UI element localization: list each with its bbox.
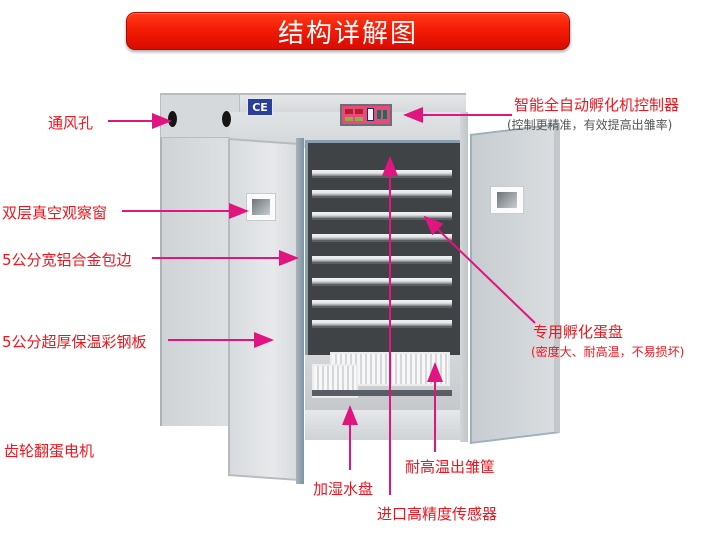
- egg-tray: [312, 190, 452, 198]
- observation-window: [246, 193, 276, 221]
- egg-tray: [312, 278, 452, 286]
- humidity-display-icon: [355, 109, 363, 114]
- label-sensor: 进口高精度传感器: [377, 505, 498, 523]
- label-turning-motor: 齿轮翻蛋电机: [4, 442, 95, 460]
- door-frame: [460, 112, 468, 442]
- label-vent-hole: 通风孔: [48, 114, 94, 132]
- observation-window: [490, 186, 524, 214]
- side-panel: [160, 118, 230, 426]
- indicator-led-icon: [345, 117, 353, 121]
- egg-tray: [312, 234, 452, 242]
- egg-tray: [312, 320, 452, 328]
- controller-panel: [340, 104, 392, 126]
- control-button-icon: [377, 110, 381, 119]
- title-banner: 结构详解图: [126, 12, 570, 50]
- control-button-icon: [383, 110, 387, 119]
- label-aluminum-edge: 5公分宽铝合金包边: [2, 251, 132, 269]
- egg-tray: [312, 212, 452, 220]
- aluminum-edge: [296, 138, 304, 484]
- egg-tray: [312, 256, 452, 264]
- base-strip: [305, 410, 463, 440]
- controller-display: [342, 106, 390, 124]
- vent-hole-icon: [168, 111, 177, 127]
- banner-title: 结构详解图: [277, 18, 418, 49]
- label-hatching-basket: 耐高温出雏筐: [405, 458, 496, 476]
- temp-display-icon: [345, 109, 353, 114]
- indicator-led-icon: [355, 117, 363, 121]
- ce-badge: CE: [247, 98, 273, 116]
- label-controller: 智能全自动孵化机控制器: [514, 96, 680, 114]
- power-switch-icon: [367, 108, 374, 121]
- egg-tray: [312, 300, 452, 308]
- label-steel-panel: 5公分超厚保温彩钢板: [2, 333, 147, 351]
- label-egg-tray-note: (密度大、耐高温，不易损坏): [531, 345, 685, 359]
- water-pan: [312, 390, 452, 396]
- label-observation-window: 双层真空观察窗: [2, 204, 108, 222]
- label-controller-note: (控制更精准，有效提高出雏率): [507, 118, 673, 132]
- label-egg-tray: 专用孵化蛋盘: [533, 323, 624, 341]
- label-water-pan: 加湿水盘: [313, 480, 374, 498]
- vent-hole-icon: [222, 111, 231, 127]
